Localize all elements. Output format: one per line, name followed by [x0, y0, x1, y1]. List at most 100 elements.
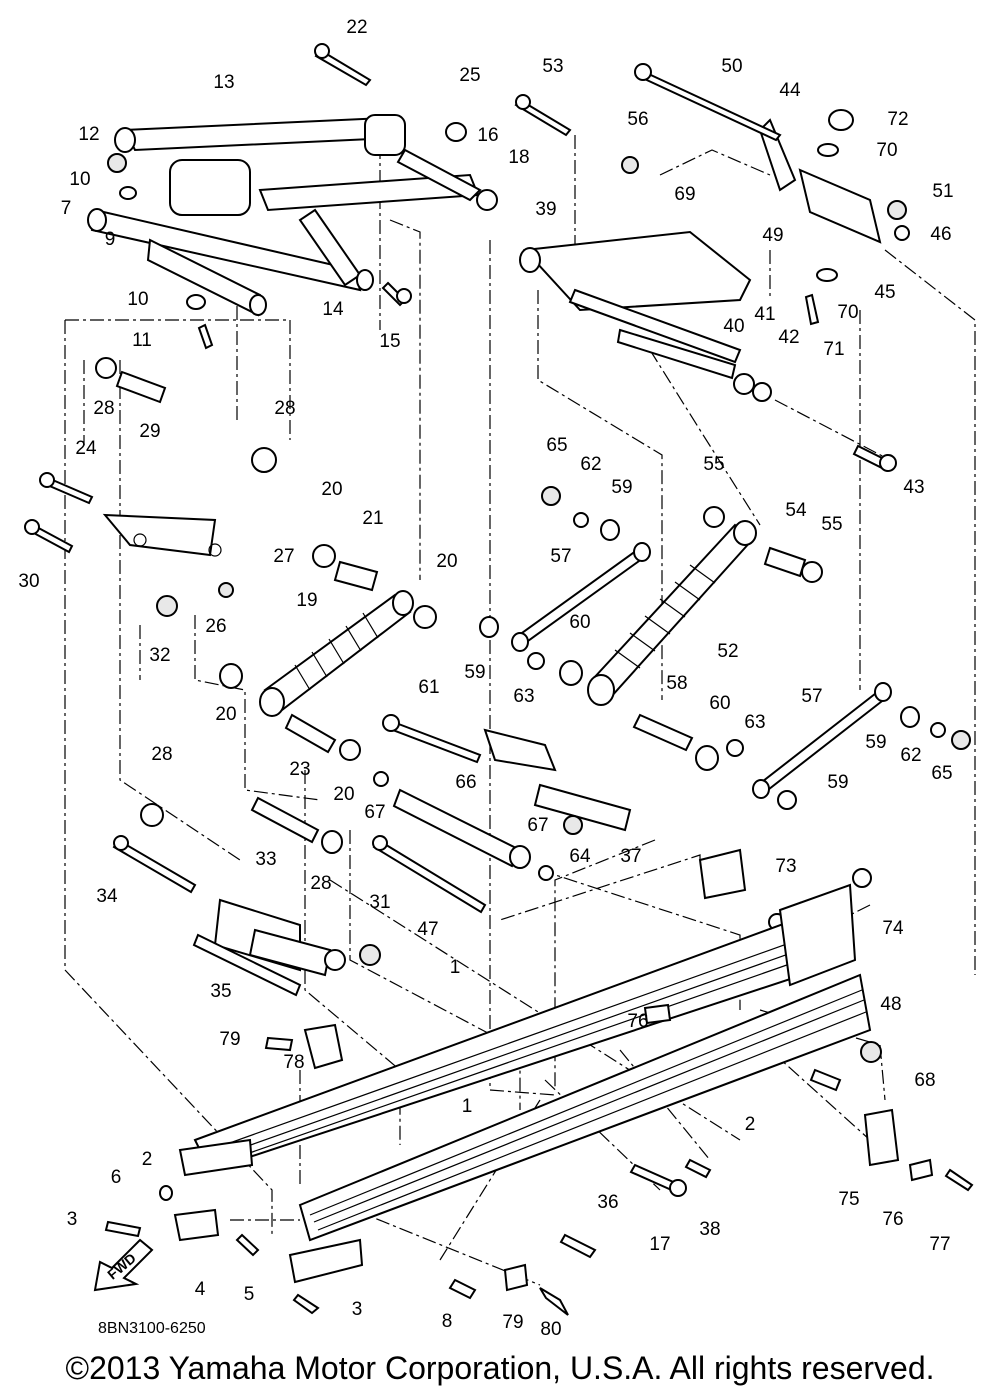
callout-number-69: 69: [674, 184, 695, 205]
callout-number-9: 9: [105, 229, 116, 250]
callout-number-23: 23: [289, 759, 310, 780]
callout-number-51: 51: [932, 181, 953, 202]
forward-arrow: FWD: [93, 1238, 154, 1292]
front-shock-absorber: [259, 590, 414, 717]
callout-number-60: 60: [569, 612, 590, 633]
callout-number-41: 41: [754, 304, 775, 325]
callout-number-52: 52: [717, 641, 738, 662]
callout-number-53: 53: [542, 56, 563, 77]
callout-number-57: 57: [801, 686, 822, 707]
callout-number-79: 79: [502, 1312, 523, 1333]
callout-number-80: 80: [540, 1319, 561, 1340]
callout-number-59: 59: [827, 772, 848, 793]
callout-number-60: 60: [709, 693, 730, 714]
rear-shock-absorber: [587, 520, 757, 706]
callout-number-36: 36: [597, 1192, 618, 1213]
callout-number-6: 6: [111, 1167, 122, 1188]
callout-number-31: 31: [369, 892, 390, 913]
front-arm-assembly: [87, 114, 482, 317]
callout-number-20: 20: [436, 551, 457, 572]
callout-number-15: 15: [379, 331, 400, 352]
callout-number-1: 1: [450, 957, 461, 978]
callout-number-16: 16: [477, 125, 498, 146]
callout-number-20: 20: [321, 479, 342, 500]
callout-number-68: 68: [914, 1070, 935, 1091]
callout-number-33: 33: [255, 849, 276, 870]
callout-number-28: 28: [310, 873, 331, 894]
front-small-parts: [24, 43, 498, 966]
callout-number-50: 50: [721, 56, 742, 77]
slide-rails: [178, 848, 872, 1284]
callout-number-55: 55: [703, 454, 724, 475]
callout-number-2: 2: [745, 1114, 756, 1135]
callout-number-29: 29: [139, 421, 160, 442]
callout-number-11: 11: [132, 330, 152, 351]
callout-number-77: 77: [929, 1234, 950, 1255]
callout-number-67: 67: [364, 802, 385, 823]
callout-number-26: 26: [205, 616, 226, 637]
callout-number-30: 30: [18, 571, 39, 592]
callout-number-75: 75: [838, 1189, 859, 1210]
assembly-guide-lines: [64, 120, 976, 1286]
callout-number-21: 21: [362, 508, 383, 529]
callout-number-79: 79: [219, 1029, 240, 1050]
copyright-notice: ©2013 Yamaha Motor Corporation, U.S.A. A…: [65, 1350, 935, 1386]
callout-number-7: 7: [61, 198, 72, 219]
callout-number-62: 62: [900, 745, 921, 766]
callout-number-19: 19: [296, 590, 317, 611]
callout-number-32: 32: [149, 645, 170, 666]
callout-number-70: 70: [876, 140, 897, 161]
callout-number-49: 49: [762, 225, 783, 246]
drawing-code: 8BN3100-6250: [98, 1320, 206, 1337]
callout-number-25: 25: [459, 65, 480, 86]
callout-number-66: 66: [455, 772, 476, 793]
callout-number-58: 58: [666, 673, 687, 694]
callout-number-27: 27: [273, 546, 294, 567]
callout-number-3: 3: [352, 1299, 363, 1320]
bottom-fittings: [104, 1003, 974, 1316]
callout-number-65: 65: [546, 435, 567, 456]
callout-number-64: 64: [569, 846, 591, 867]
callout-number-24: 24: [75, 438, 97, 459]
callout-number-61: 61: [418, 677, 439, 698]
callout-number-37: 37: [620, 846, 641, 867]
callout-number-39: 39: [535, 199, 556, 220]
callout-number-2: 2: [142, 1149, 153, 1170]
callout-number-10: 10: [127, 289, 148, 310]
callout-number-78: 78: [283, 1052, 304, 1073]
callout-number-63: 63: [744, 712, 765, 733]
callout-number-14: 14: [322, 299, 344, 320]
callout-number-55: 55: [821, 514, 842, 535]
callout-number-59: 59: [865, 732, 886, 753]
callout-number-43: 43: [903, 477, 924, 498]
callout-number-20: 20: [333, 784, 354, 805]
callout-number-34: 34: [96, 886, 118, 907]
callout-number-59: 59: [464, 662, 485, 683]
callout-number-3: 3: [67, 1209, 78, 1230]
callout-number-38: 38: [699, 1219, 720, 1240]
rear-arm-assembly: [514, 63, 910, 472]
callout-number-42: 42: [778, 327, 799, 348]
callout-number-12: 12: [78, 124, 99, 145]
callout-number-28: 28: [274, 398, 295, 419]
callout-number-17: 17: [649, 1234, 670, 1255]
callout-number-20: 20: [215, 704, 236, 725]
callout-number-13: 13: [213, 72, 234, 93]
callout-number-72: 72: [887, 109, 908, 130]
rear-small-parts: [192, 486, 971, 997]
callout-number-54: 54: [785, 500, 807, 521]
callout-number-40: 40: [723, 316, 744, 337]
callout-number-1: 1: [462, 1096, 473, 1117]
callout-number-47: 47: [417, 919, 438, 940]
callout-number-46: 46: [930, 224, 951, 245]
callout-number-22: 22: [346, 17, 367, 38]
callout-number-4: 4: [195, 1279, 206, 1300]
callout-number-8: 8: [442, 1311, 453, 1332]
callout-number-28: 28: [93, 398, 114, 419]
callout-number-73: 73: [775, 856, 796, 877]
callout-number-59: 59: [611, 477, 632, 498]
callout-number-35: 35: [210, 981, 231, 1002]
callout-number-76: 76: [882, 1209, 903, 1230]
